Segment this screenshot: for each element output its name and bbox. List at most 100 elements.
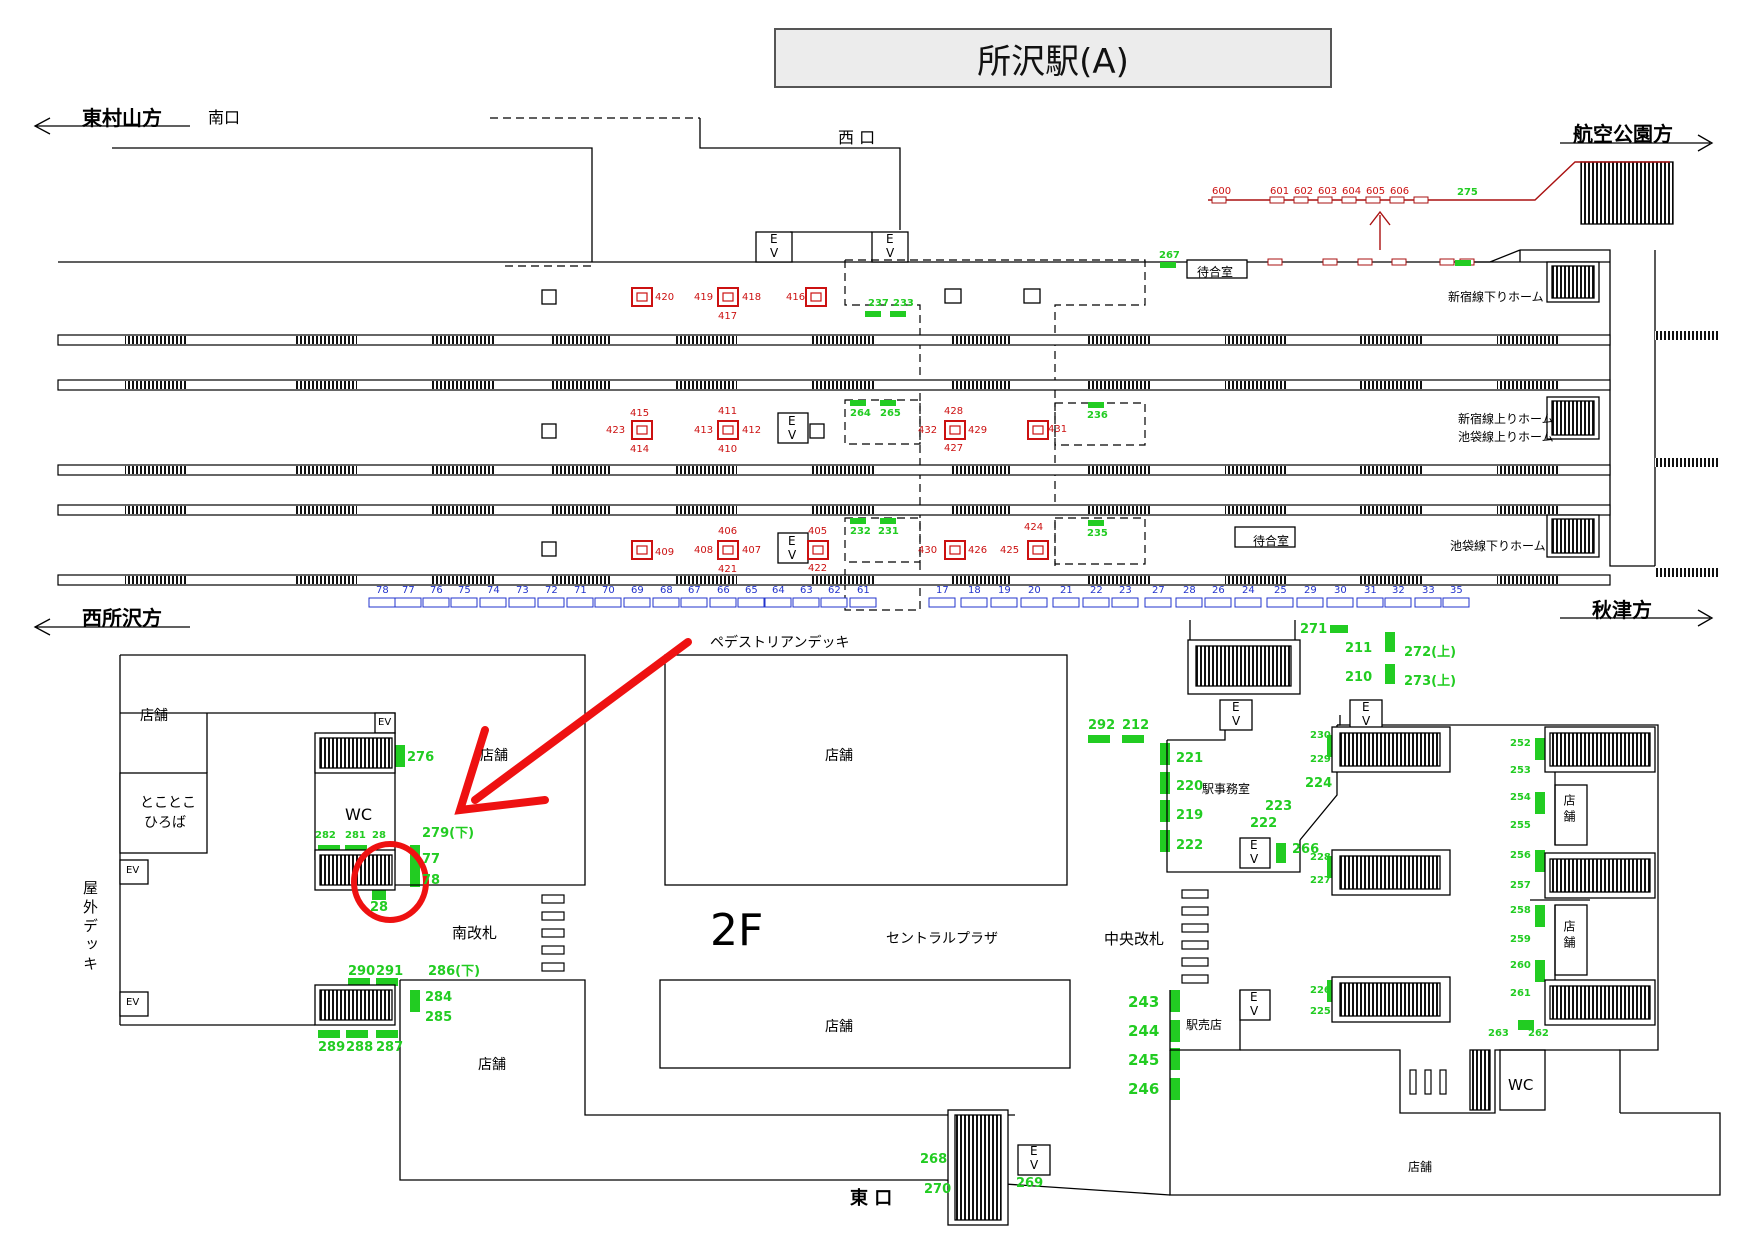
label-418: 418 [742, 292, 762, 303]
ticket-gate-inner [1032, 425, 1044, 435]
track-tie [550, 466, 612, 474]
label-24: 24 [1242, 585, 1255, 596]
destination-board [450, 597, 478, 608]
ticket-machine [1535, 738, 1545, 760]
ticket-machine [880, 518, 896, 524]
label-278: 78 [422, 873, 441, 888]
ticket-machine [1330, 625, 1348, 633]
ticket-machine [850, 400, 866, 406]
destination-board [792, 597, 820, 608]
small-marker [1365, 196, 1381, 204]
ticket-machine [1160, 743, 1170, 765]
ev-c2-e: E [1362, 700, 1370, 714]
label-267: 267 [1159, 250, 1180, 261]
label-244: 244 [1128, 1022, 1160, 1040]
track-tie [1225, 466, 1287, 474]
ticket-gate-inner [722, 545, 734, 555]
destination-board [652, 597, 680, 608]
track-tie [1088, 506, 1150, 514]
label-236: 236 [1087, 410, 1108, 421]
track-tie [812, 506, 874, 514]
label-262: 262 [1528, 1028, 1549, 1039]
label-222b: 222 [1250, 816, 1278, 831]
track-tie [432, 576, 494, 584]
label-419: 419 [694, 292, 714, 303]
destination-board [1082, 597, 1110, 608]
ticket-machine [410, 990, 420, 1012]
track-tie [950, 506, 1012, 514]
track-tie [1360, 381, 1422, 389]
small-marker [1413, 196, 1429, 204]
ticket-gate-box [631, 540, 653, 560]
label-264: 264 [850, 408, 871, 419]
ticket-gate-inner [722, 425, 734, 435]
label-604: 604 [1342, 186, 1362, 197]
label-257: 257 [1510, 880, 1531, 891]
destination-board [680, 597, 708, 608]
label-70: 70 [602, 585, 615, 596]
ticket-machine [1455, 260, 1471, 266]
page-title: 所沢駅(A) [774, 28, 1332, 88]
track-tie [675, 506, 737, 514]
label-259: 259 [1510, 934, 1531, 945]
label-61: 61 [857, 585, 870, 596]
label-68: 68 [660, 585, 673, 596]
track-tie [125, 506, 187, 514]
store-label-2: 店舗 [480, 748, 508, 764]
ticket-gate-box [1027, 540, 1049, 560]
label-75: 75 [458, 585, 471, 596]
label-276: 276 [407, 750, 435, 765]
ev-c3-v: V [1250, 852, 1259, 866]
label-413: 413 [694, 425, 714, 436]
small-marker [1389, 196, 1405, 204]
ev-c4-v: V [1250, 1004, 1259, 1018]
track-tie [550, 576, 612, 584]
label-26: 26 [1212, 585, 1225, 596]
ticket-machine [1088, 402, 1104, 408]
destination-board [1020, 597, 1048, 608]
ticket-gate-inner [949, 545, 961, 555]
label-245: 245 [1128, 1051, 1160, 1069]
label-225: 225 [1310, 1006, 1331, 1017]
label-65: 65 [745, 585, 758, 596]
label-283: 28 [370, 900, 389, 915]
label-66: 66 [717, 585, 730, 596]
track-tie [125, 381, 187, 389]
label-273: 273(上) [1404, 674, 1457, 689]
destination-board [566, 597, 594, 608]
ticket-machine [1276, 843, 1286, 863]
ticket-machine [345, 845, 367, 853]
pedestrian-deck-label: ペデストリアンデッキ [710, 635, 850, 651]
track-tie [812, 336, 874, 344]
label-277: 77 [422, 852, 441, 867]
destination-board [764, 597, 792, 608]
label-422: 422 [808, 563, 828, 574]
track-tie [675, 576, 737, 584]
ticket-machine [410, 865, 420, 887]
label-232: 232 [850, 526, 871, 537]
label-415: 415 [630, 408, 650, 419]
label-229: 229 [1310, 754, 1331, 765]
ticket-machine [880, 400, 896, 406]
ticket-gate-box [631, 420, 653, 440]
ticket-gate-box [717, 540, 739, 560]
track-tie [550, 336, 612, 344]
label-288: 288 [346, 1040, 374, 1055]
ticket-gate-inner [1032, 545, 1044, 555]
ticket-machine [348, 978, 370, 986]
label-33: 33 [1422, 585, 1435, 596]
destination-board [928, 597, 956, 608]
south-gate: 南改札 [452, 924, 498, 942]
label-281: 281 [345, 830, 366, 841]
label-31: 31 [1364, 585, 1377, 596]
wc-right: WC [1508, 1076, 1534, 1094]
track-tie [675, 381, 737, 389]
label-227: 227 [1310, 875, 1331, 886]
track-tie [432, 466, 494, 474]
ev-label-1: EV [378, 717, 392, 728]
track-tie [1088, 381, 1150, 389]
label-269: 269 [1016, 1176, 1044, 1191]
track-tie [1360, 466, 1422, 474]
ticket-machine [1385, 632, 1395, 652]
label-285: 285 [425, 1010, 453, 1025]
